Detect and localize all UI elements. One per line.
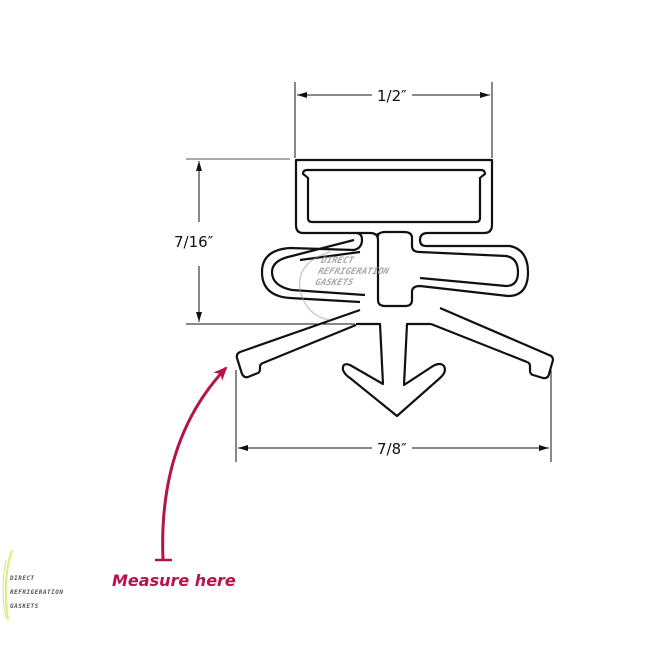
watermark-line-1: DIRECT: [319, 256, 355, 266]
center-watermark: DIRECT REFRIGERATION GASKETS: [314, 256, 393, 289]
watermark-line-2: REFRIGERATION: [316, 267, 390, 277]
measure-here-label: Measure here: [112, 571, 236, 590]
dimension-bottom-label: 7/8″: [372, 440, 412, 458]
corner-logo: DIRECT REFRIGERATION GASKETS: [10, 572, 63, 614]
logo-line-2: REFRIGERATION: [10, 589, 64, 596]
watermark-line-3: GASKETS: [313, 278, 355, 288]
measure-here-arrow: [155, 366, 228, 562]
watermark-swoosh-icon: [298, 251, 331, 321]
logo-line-1: DIRECT: [10, 575, 35, 582]
logo-swoosh-icon: [2, 549, 13, 621]
dimension-left: [186, 158, 355, 325]
logo-line-3: GASKETS: [10, 603, 39, 610]
dimension-height-label: 7/16″: [174, 233, 214, 251]
gasket-legs: [235, 306, 555, 418]
dimension-top-label: 1/2″: [372, 87, 412, 105]
gasket-bellows: [260, 230, 520, 304]
